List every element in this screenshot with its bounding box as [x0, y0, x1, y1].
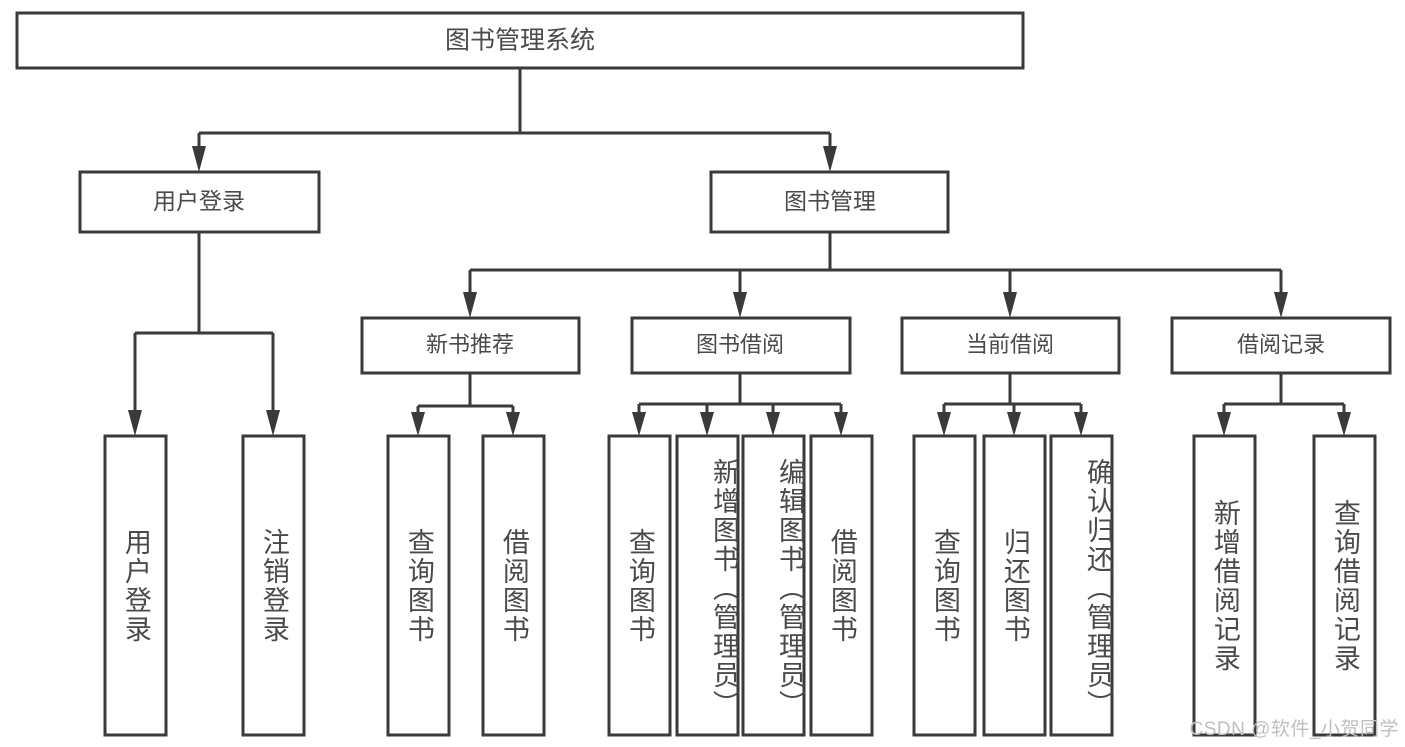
node-book-manage-box[interactable] — [709, 170, 950, 234]
connector-group-book-borrow — [637, 373, 843, 412]
node-current-borrow-box[interactable] — [900, 316, 1121, 375]
leaf-box-borrow-record-1[interactable] — [1192, 434, 1257, 737]
arrowhead-nb-1 — [411, 412, 425, 436]
node-borrow-record[interactable]: 借阅记录 — [1170, 316, 1392, 375]
leaf-box-book-borrow-1[interactable] — [607, 434, 672, 737]
connector-group-current-borrow — [942, 373, 1083, 412]
arrowhead-ul-2 — [266, 410, 280, 436]
connector-group-book-manage — [468, 232, 1283, 292]
node-book-manage[interactable]: 图书管理 — [709, 170, 950, 234]
arrowhead-nb-2 — [506, 412, 520, 436]
arrowhead-br-2 — [1337, 412, 1351, 436]
leaf-box-user-login-2[interactable] — [241, 434, 306, 737]
arrowhead-to-new-book — [463, 292, 477, 318]
arrowhead-cb-1 — [937, 412, 951, 436]
node-new-book-recommend-label: 新书推荐 — [426, 332, 514, 357]
csdn-watermark: CSDN @软件_小贺同学 — [1189, 719, 1399, 740]
connector-group-root — [197, 68, 832, 146]
node-borrow-record-box[interactable] — [1170, 316, 1392, 375]
arrowhead-to-book-borrow — [733, 292, 747, 318]
arrowhead-to-book-manage — [823, 146, 837, 172]
node-root-label: 图书管理系统 — [445, 27, 595, 55]
node-book-manage-label: 图书管理 — [784, 188, 876, 214]
node-borrow-record-label: 借阅记录 — [1237, 332, 1325, 357]
connector-group-borrow-record — [1222, 373, 1346, 412]
arrowhead-bb-4 — [834, 412, 848, 436]
arrowhead-to-user-login — [192, 146, 206, 172]
node-new-book-recommend[interactable]: 新书推荐 — [360, 316, 581, 375]
leaf-box-current-borrow-3[interactable] — [1049, 434, 1114, 737]
arrowhead-bb-1 — [632, 412, 646, 436]
arrowhead-to-current-borrow — [1003, 292, 1017, 318]
node-book-borrow-box[interactable] — [630, 316, 852, 375]
node-book-borrow-label: 图书借阅 — [696, 332, 784, 357]
arrowhead-ul-1 — [128, 410, 142, 436]
leaf-box-current-borrow-2[interactable] — [982, 434, 1047, 737]
node-user-login-box[interactable] — [78, 170, 321, 234]
leaf-box-user-login-1[interactable] — [103, 434, 168, 737]
leaf-box-new-book-2[interactable] — [481, 434, 546, 737]
leaf-box-new-book-1[interactable] — [386, 434, 451, 737]
node-current-borrow[interactable]: 当前借阅 — [900, 316, 1121, 375]
arrowhead-bb-3 — [766, 412, 780, 436]
leaf-box-book-borrow-3[interactable] — [741, 434, 806, 737]
node-current-borrow-label: 当前借阅 — [966, 332, 1054, 357]
connector-group-new-book — [416, 373, 515, 412]
node-root-box[interactable] — [15, 11, 1025, 70]
node-user-login[interactable]: 用户登录 — [78, 170, 321, 234]
connector-group-user-login — [133, 232, 275, 410]
arrowhead-bb-2 — [700, 412, 714, 436]
leaf-box-current-borrow-1[interactable] — [912, 434, 977, 737]
arrowhead-cb-3 — [1074, 412, 1088, 436]
leaf-box-book-borrow-4[interactable] — [809, 434, 874, 737]
arrowhead-br-1 — [1217, 412, 1231, 436]
node-root[interactable]: 图书管理系统 — [15, 11, 1025, 70]
leaf-box-group — [103, 434, 1377, 737]
leaf-box-borrow-record-2[interactable] — [1312, 434, 1377, 737]
node-new-book-recommend-box[interactable] — [360, 316, 581, 375]
arrowhead-cb-2 — [1007, 412, 1021, 436]
leaf-box-book-borrow-2[interactable] — [675, 434, 740, 737]
arrowhead-group — [128, 146, 1351, 436]
node-user-login-label: 用户登录 — [153, 188, 245, 214]
arrowhead-to-borrow-record — [1274, 292, 1288, 318]
node-book-borrow[interactable]: 图书借阅 — [630, 316, 852, 375]
